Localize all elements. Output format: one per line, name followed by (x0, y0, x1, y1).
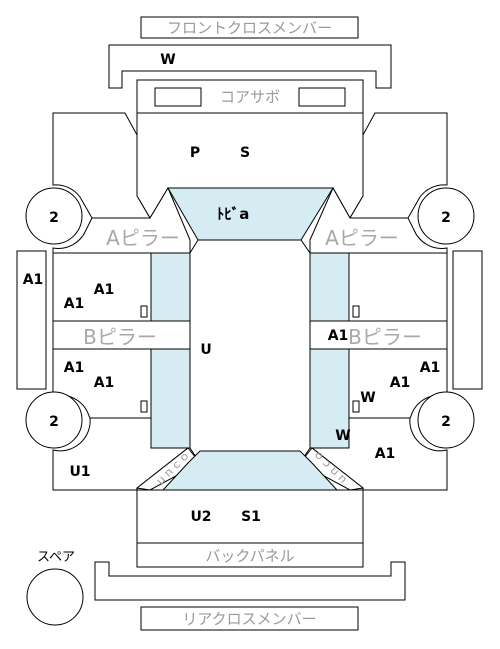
s1-mark: S1 (241, 509, 261, 525)
back-panel-box (136, 542, 364, 568)
wheel-rear-left (25, 391, 83, 449)
b-pillar-left (52, 320, 191, 350)
p-mark: P (190, 145, 200, 161)
left-front-door-handle (140, 305, 148, 318)
rear-cross-member-box (140, 606, 359, 631)
left-side-skirt (16, 250, 47, 390)
rear-cross-member-label: リアクロスメンバー (182, 610, 316, 628)
b-pillar-left-label: Bピラー (83, 325, 157, 349)
front-cross-member-box (140, 16, 359, 39)
a1-mark-rear-right: A1 (375, 446, 396, 462)
front-cross-member-label: フロントクロスメンバー (167, 19, 332, 37)
front-bumper-beam (108, 44, 392, 89)
front-left-fender (52, 112, 151, 219)
wheel-front-left-mark: 2 (49, 210, 59, 226)
u2-mark: U2 (190, 509, 211, 525)
wheel-rear-right (417, 391, 475, 449)
a1-mark-rl-1: A1 (64, 360, 85, 376)
a-pillar-right-label: Aピラー (325, 226, 399, 250)
core-support-label: コアサポ (220, 88, 280, 106)
wheel-front-right (417, 187, 475, 245)
rear-bumper-beam (94, 561, 406, 601)
rear-right-fender (310, 417, 448, 491)
a-pillar-right (309, 186, 448, 254)
trunk-floor (136, 489, 364, 544)
a1-mark-side-left: A1 (23, 272, 44, 288)
right-front-door-handle (352, 305, 360, 318)
rear-left-fender (52, 417, 190, 491)
wheel-rear-left-mark: 2 (49, 414, 59, 430)
a1-mark-fl-1: A1 (64, 296, 85, 312)
right-side-sill (309, 252, 350, 449)
right-front-door (348, 252, 448, 322)
windshield-dash (167, 187, 334, 241)
w-mark-rear-right: W (335, 428, 350, 444)
wheel-front-right-mark: 2 (441, 210, 451, 226)
a1-mark-rl-2: A1 (94, 375, 115, 391)
back-panel-label: バックパネル (205, 547, 294, 565)
right-side-skirt (452, 250, 483, 390)
front-right-fender (349, 112, 448, 219)
right-rear-door-handle (352, 400, 360, 413)
a1-mark-fl-2: A1 (94, 282, 115, 298)
u-mark: U (200, 342, 211, 358)
left-side-sill (150, 252, 191, 449)
left-rear-door-handle (140, 400, 148, 413)
wheel-rear-right-mark: 2 (441, 414, 451, 430)
spare-label: スペア (37, 550, 75, 565)
w-mark-rr: W (360, 390, 375, 406)
a1-mark-rr-2: A1 (390, 375, 411, 391)
b-pillar-right-label: Bピラー (348, 325, 422, 349)
spare-tire (26, 568, 84, 626)
u1-mark: U1 (69, 464, 90, 480)
a1-mark-rr-1: A1 (420, 360, 441, 376)
a1-mark-fr: A1 (328, 328, 349, 344)
core-support-right-slot (298, 87, 346, 107)
a-pillar-left-label: Aピラー (106, 226, 180, 250)
w-mark-front: W (160, 52, 175, 68)
a-pillar-left (52, 186, 191, 254)
b-pillar-right (309, 320, 448, 350)
core-support-left-slot (154, 87, 202, 107)
wheel-front-left (25, 187, 83, 245)
s-mark: S (240, 145, 250, 161)
left-front-door (52, 252, 152, 322)
dash-label: ﾄﾋﾞa (217, 205, 250, 223)
